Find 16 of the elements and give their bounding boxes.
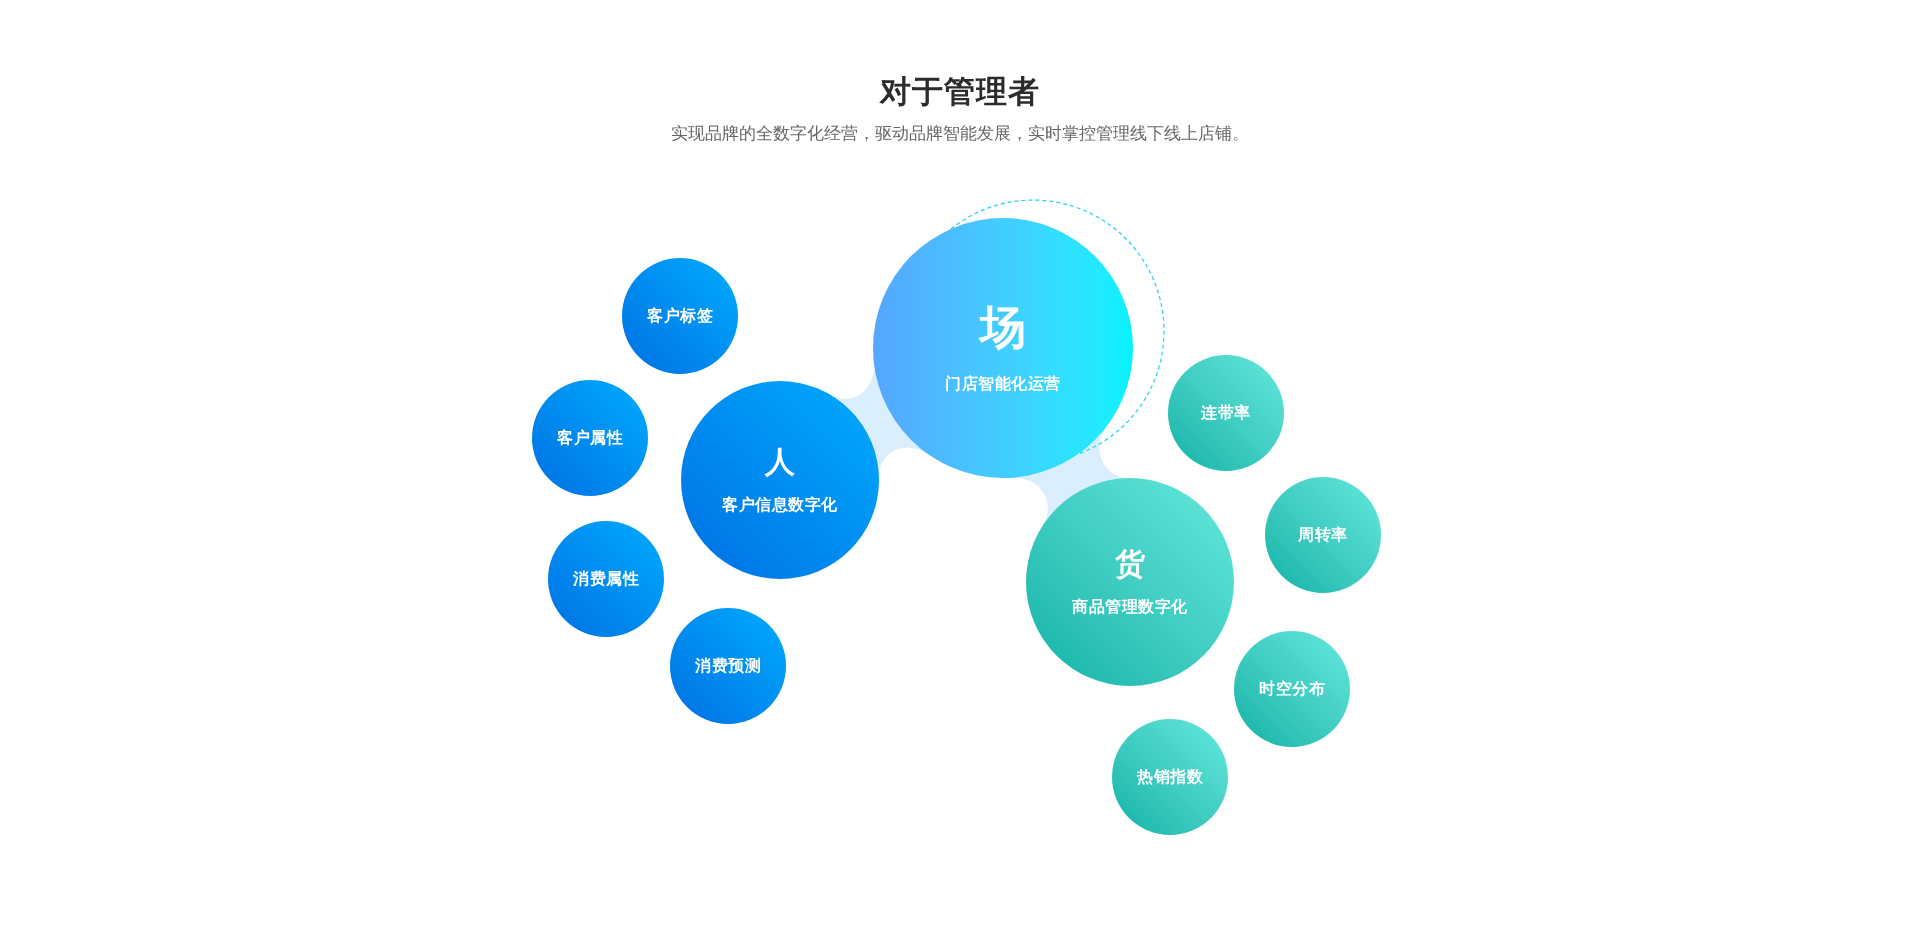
bubble-label: 门店智能化运营 [945,374,1061,394]
bubble-label: 客户属性 [557,428,623,448]
bubble-label: 时空分布 [1259,679,1325,699]
bubble-label: 消费预测 [695,656,761,676]
bubble-label: 商品管理数字化 [1072,597,1188,617]
page-subtitle: 实现品牌的全数字化经营，驱动品牌智能发展，实时掌控管理线下线上店铺。 [671,123,1249,145]
bubble-label: 热销指数 [1137,767,1203,787]
bubble-label: 连带率 [1201,403,1251,423]
bubble-heading: 货 [1115,546,1145,582]
bubble-heading: 场 [980,301,1026,353]
page-title: 对于管理者 [880,73,1040,111]
bubble-label: 消费属性 [573,569,639,589]
bubble-label: 客户标签 [647,306,713,326]
bubble-heading: 人 [765,444,795,480]
bubble-label: 客户信息数字化 [722,495,838,515]
bubble-label: 周转率 [1298,525,1348,545]
